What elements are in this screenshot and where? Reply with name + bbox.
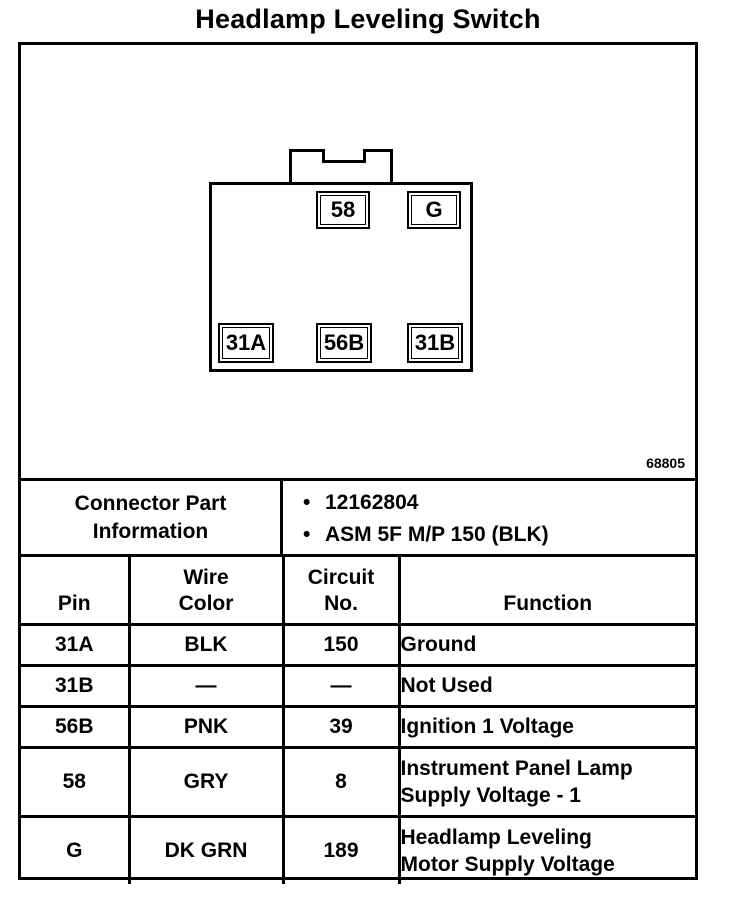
connector-latch-notch (322, 149, 366, 163)
connector-info-row: Connector Part Information 12162804 ASM … (21, 481, 695, 557)
connector-figure: 58 G 31A 56B 31B 68805 (21, 45, 695, 481)
figure-number: 68805 (646, 455, 685, 471)
diagram-title: Headlamp Leveling Switch (195, 4, 541, 34)
connector-info-label: Connector Part Information (21, 481, 283, 554)
connector-body (209, 182, 473, 372)
connector-latch (289, 149, 393, 185)
connector-info-list: 12162804 ASM 5F M/P 150 (BLK) (283, 481, 695, 554)
diagram-frame: 58 G 31A 56B 31B 68805 Connector Part In… (18, 42, 698, 884)
connector-info-item: 12162804 (303, 487, 695, 519)
pin-31a: 31A (218, 323, 274, 363)
table-row: 31B — — Not Used (21, 663, 695, 708)
pin-g: G (407, 191, 461, 229)
header-function: Function (397, 557, 695, 626)
connector-info-item: ASM 5F M/P 150 (BLK) (303, 519, 695, 551)
header-pin: Pin (21, 557, 131, 626)
pin-56b: 56B (316, 323, 372, 363)
table-row: 31A BLK 150 Ground (21, 622, 695, 667)
pin-58: 58 (316, 191, 370, 229)
pin-31b: 31B (407, 323, 463, 363)
table-row: 56B PNK 39 Ignition 1 Voltage (21, 704, 695, 749)
